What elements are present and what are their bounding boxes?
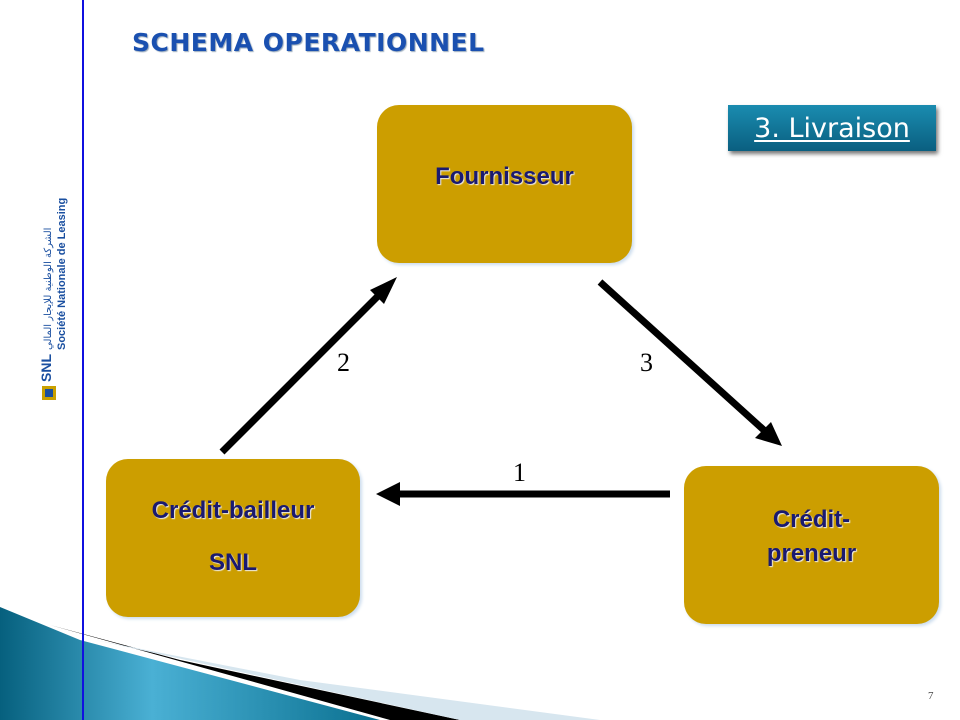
node-bailleur-line2: SNL xyxy=(209,549,257,576)
logo-abbr: SNL xyxy=(38,354,54,382)
company-logo: SNL Société Nationale de Leasing الشركة … xyxy=(15,195,80,400)
arrow-2 xyxy=(219,289,385,455)
node-fournisseur: Fournisseur xyxy=(377,105,632,263)
arrow-1-head xyxy=(376,482,400,506)
slide-title: SCHEMA OPERATIONNEL xyxy=(132,28,485,57)
node-credit-preneur: Crédit- preneur xyxy=(684,466,939,624)
section-badge: 3. Livraison xyxy=(728,105,936,151)
logo-french: Société Nationale de Leasing xyxy=(56,198,68,350)
node-preneur-line2: preneur xyxy=(766,540,857,567)
logo-arabic: الشركة الوطنية للإيجار المالي xyxy=(43,228,54,350)
arrow-3-head xyxy=(755,422,782,446)
arrow-3-label: 3 xyxy=(640,348,653,377)
arrow-1-label: 1 xyxy=(513,458,526,487)
node-fournisseur-label: Fournisseur xyxy=(435,163,574,190)
arrow-2-label: 2 xyxy=(337,348,350,377)
vertical-rule xyxy=(82,0,84,720)
node-bailleur-line1: Crédit-bailleur xyxy=(151,497,315,524)
section-badge-label: 3. Livraison xyxy=(754,112,910,144)
arrow-2-head xyxy=(370,277,397,304)
arrow-3 xyxy=(597,279,769,435)
page-number: 7 xyxy=(928,690,934,702)
node-credit-bailleur: Crédit-bailleur SNL xyxy=(106,459,360,617)
node-preneur-line1: Crédit- xyxy=(772,506,851,533)
